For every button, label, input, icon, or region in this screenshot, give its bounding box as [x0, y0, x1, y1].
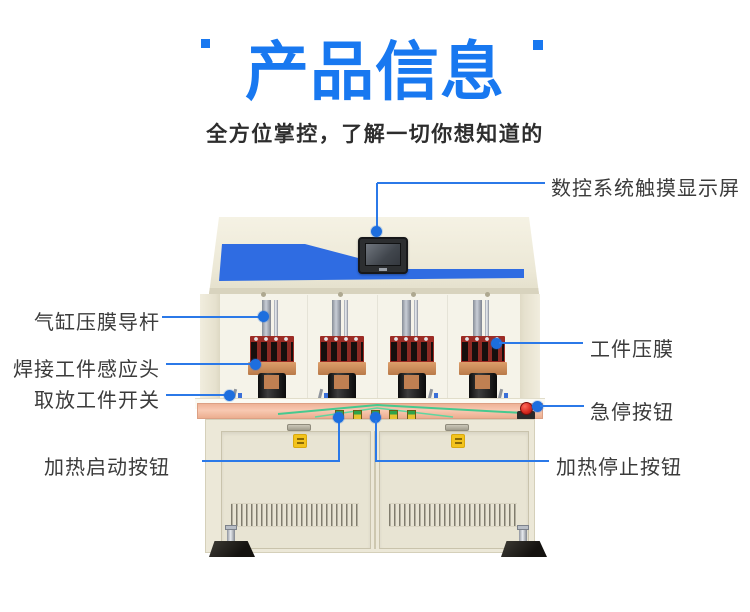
cabinet-door-left [221, 431, 371, 549]
callout-heat-start-label: 加热启动按钮 [44, 457, 170, 479]
clamp-slats [391, 342, 433, 361]
callout-film-press-label: 工件压膜 [590, 339, 674, 361]
guide-rod [274, 300, 278, 344]
callout-emergency-stop-dot [532, 401, 543, 412]
guide-rod [485, 300, 489, 344]
callout-heat-stop-dot [370, 412, 381, 423]
foot-bolt-right [519, 527, 527, 543]
touchscreen-button [379, 268, 387, 271]
warning-sticker-right [451, 434, 465, 448]
door-handle-right [445, 424, 469, 431]
induction-tip [334, 375, 349, 389]
cabinet-door-seam [374, 431, 376, 549]
cylinder-column [402, 300, 411, 342]
foot-nut-right [517, 525, 529, 530]
clamp-head [320, 336, 364, 366]
callout-heat-stop-line [375, 420, 377, 462]
machine-foot-right [501, 541, 547, 557]
callout-film-press-dot [491, 338, 502, 349]
head-cabinet-base [209, 288, 539, 294]
callout-screen-line [377, 182, 545, 184]
right-side-panel [518, 294, 540, 404]
callout-heat-start-dot [333, 412, 344, 423]
clamp-bolts [391, 336, 433, 342]
vent-grille-right [389, 503, 517, 527]
callout-heat-stop-line [375, 460, 549, 462]
door-handle-left [287, 424, 311, 431]
touchscreen-glass [365, 243, 401, 266]
guide-rod [344, 300, 348, 344]
callout-film-press-line [499, 342, 583, 344]
induction-tip [404, 375, 419, 389]
clamp-bolts [321, 336, 363, 342]
head-screw [485, 292, 490, 297]
emergency-stop-base [517, 411, 535, 420]
clamp-bolts [462, 336, 504, 342]
callout-heat-start-line [338, 420, 340, 462]
callout-workpiece-switch-line [166, 394, 228, 396]
deco-square-left [201, 39, 210, 48]
callout-screen-label: 数控系统触摸显示屏 [551, 178, 740, 200]
callout-induction-head-label: 焊接工件感应头 [13, 359, 160, 381]
clamp-slats [321, 342, 363, 361]
induction-tip [475, 375, 490, 389]
cabinet-door-right [379, 431, 529, 549]
induction-head [388, 362, 436, 375]
clamp-head [250, 336, 294, 366]
clamp-head [390, 336, 434, 366]
head-screw [338, 292, 343, 297]
clamp-fitting [434, 393, 438, 398]
callout-guide-rod-line [162, 316, 262, 318]
foot-bolt-left [227, 527, 235, 543]
induction-head [318, 362, 366, 375]
clamp-fitting [504, 393, 508, 398]
callout-guide-rod-label: 气缸压膜导杆 [34, 312, 160, 334]
callout-induction-head-dot [250, 359, 261, 370]
machine-foot-left [209, 541, 255, 557]
callout-screen-line [376, 183, 378, 228]
clamp-fitting [238, 393, 242, 398]
head-screw [411, 292, 416, 297]
head-screw [261, 292, 266, 297]
clamp-fitting [324, 393, 328, 398]
cylinder-column [473, 300, 482, 342]
callout-induction-head-line [166, 363, 254, 365]
press-station-2 [318, 300, 366, 406]
callout-workpiece-switch-dot [224, 390, 235, 401]
callout-screen-dot [371, 226, 382, 237]
callout-heat-stop-label: 加热停止按钮 [556, 457, 682, 479]
callout-emergency-stop-label: 急停按钮 [590, 402, 674, 424]
induction-head [459, 362, 507, 375]
page-title: 产品信息 [245, 36, 505, 108]
left-side-panel [200, 294, 222, 404]
clamp-slats [251, 342, 293, 361]
emergency-stop-button [520, 402, 533, 415]
machine-photo [195, 215, 547, 565]
callout-heat-start-line [202, 460, 340, 462]
panel-seam [377, 295, 378, 399]
callout-workpiece-switch-label: 取放工件开关 [34, 390, 160, 412]
clamp-bolts [251, 336, 293, 342]
page-subtitle: 全方位掌控，了解一切你想知道的 [206, 123, 544, 146]
induction-tip [264, 375, 279, 389]
panel-seam [447, 295, 448, 399]
vent-grille-left [231, 503, 359, 527]
panel-seam [307, 295, 308, 399]
deco-square-right [533, 40, 543, 50]
callout-guide-rod-dot [258, 311, 269, 322]
callout-emergency-stop-line [540, 405, 584, 407]
foot-nut-left [225, 525, 237, 530]
touchscreen-display [358, 237, 408, 274]
guide-rod [414, 300, 418, 344]
cylinder-column [332, 300, 341, 342]
warning-sticker-left [293, 434, 307, 448]
